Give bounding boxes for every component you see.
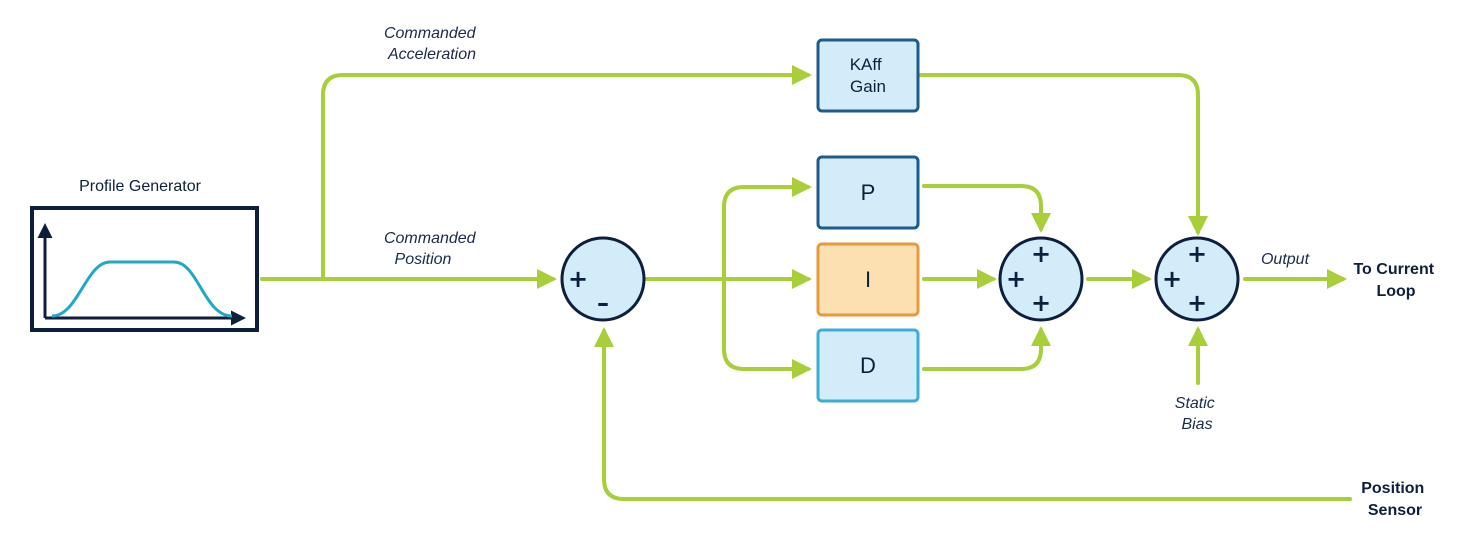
output-label: Output	[1261, 251, 1310, 268]
profile-curve	[51, 260, 233, 318]
pid-summing-junction: + + +	[998, 236, 1084, 322]
error-to-p-wire	[722, 177, 812, 281]
static-bias-label: Static Bias	[1175, 395, 1219, 433]
i-block: I	[816, 242, 920, 317]
error-minus-sign: –	[597, 289, 609, 317]
kaff-output-wire	[918, 73, 1208, 236]
commanded-acceleration-label: Commanded Acceleration	[384, 25, 480, 63]
position-sensor-feedback-wire	[594, 327, 1352, 501]
profile-generator: Profile Generator	[30, 178, 259, 332]
kaff-gain-block: KAff Gain	[816, 38, 920, 113]
i-label: I	[865, 267, 871, 292]
profile-generator-box	[30, 206, 259, 332]
kaff-gain-label: KAff Gain	[850, 55, 887, 96]
output-sum-top-plus: +	[1187, 240, 1207, 268]
commanded-acceleration-wire	[321, 65, 812, 281]
error-plus-sign: +	[568, 265, 588, 293]
error-to-d-wire	[722, 277, 812, 379]
signal-wires	[260, 65, 1352, 501]
d-label: D	[860, 353, 876, 378]
output-summing-junction: + + +	[1154, 236, 1240, 322]
p-block: P	[816, 155, 920, 230]
pid-sum-left-plus: +	[1006, 265, 1026, 293]
d-to-sum-wire	[922, 326, 1051, 371]
output-sum-bottom-plus: +	[1187, 289, 1207, 317]
output-sum-left-plus: +	[1162, 265, 1182, 293]
to-current-loop-label: To Current Loop	[1353, 261, 1438, 300]
error-summing-junction: + –	[560, 236, 646, 322]
p-to-sum-wire	[922, 184, 1051, 233]
pid-sum-bottom-plus: +	[1031, 289, 1051, 317]
position-sensor-label: Position Sensor	[1361, 480, 1429, 519]
profile-generator-title: Profile Generator	[79, 178, 202, 195]
p-label: P	[861, 180, 876, 205]
commanded-position-label: Commanded Position	[384, 230, 480, 268]
pid-sum-top-plus: +	[1031, 240, 1051, 268]
d-block: D	[816, 328, 920, 403]
